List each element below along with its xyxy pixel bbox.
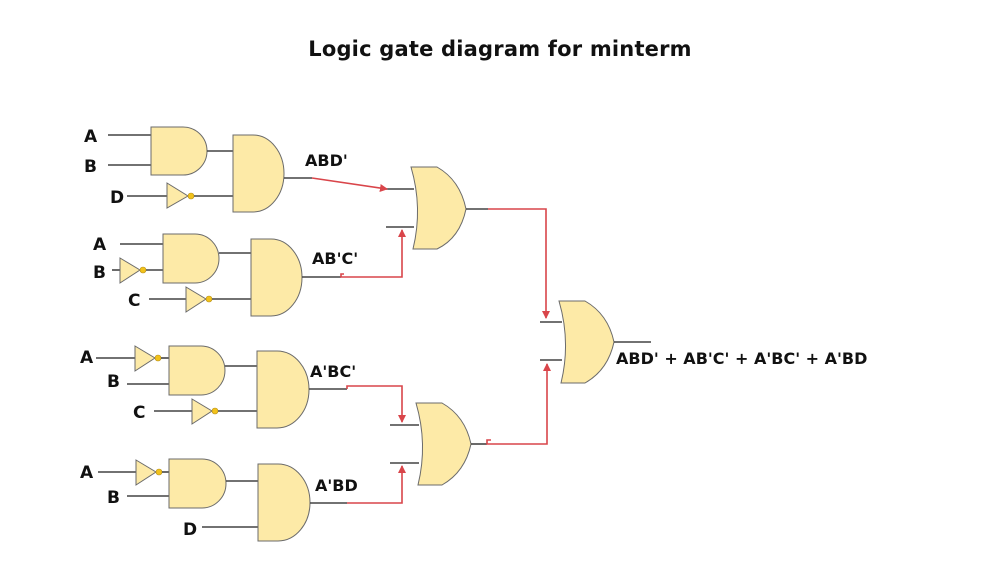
connector-arrow	[347, 465, 406, 504]
and-gate	[162, 233, 220, 284]
diagram-title: Logic gate diagram for minterm	[308, 37, 692, 61]
term-label-abd-prime: ABD'	[305, 151, 348, 170]
inverter-bubble	[205, 295, 213, 303]
inverter-bubble	[155, 468, 163, 476]
input-label-a: A	[84, 127, 98, 147]
not-gate	[191, 398, 213, 425]
or-gate	[415, 402, 472, 486]
input-label-a: A	[80, 463, 94, 483]
not-gate	[134, 345, 156, 372]
or-gate-2-group	[346, 363, 551, 504]
and-gate	[168, 458, 227, 509]
term-label-ab-prime-c-prime: AB'C'	[312, 249, 358, 268]
input-label-d: D	[183, 520, 197, 540]
and-gate-3input	[250, 238, 303, 317]
connector-arrow	[346, 385, 406, 423]
group-a-prime-bd: A B D A'BD	[80, 458, 358, 542]
input-label-c: C	[133, 403, 145, 423]
input-label-b: B	[84, 157, 97, 177]
and-gate	[150, 126, 208, 176]
or-gate-1-group	[311, 166, 550, 319]
and-gate-3input	[232, 134, 285, 213]
not-gate	[185, 286, 207, 313]
or-gate	[558, 300, 615, 384]
input-label-d: D	[110, 188, 124, 208]
or-gate-final-group: ABD' + AB'C' + A'BC' + A'BD	[540, 300, 867, 384]
and-gate-3input	[256, 350, 310, 429]
input-label-c: C	[128, 291, 140, 311]
input-label-a: A	[80, 348, 94, 368]
input-label-b: B	[107, 488, 120, 508]
group-a-prime-bc-prime: A B C A'BC'	[80, 345, 356, 429]
inverter-bubble	[154, 354, 162, 362]
connector-arrow	[486, 363, 551, 445]
not-gate	[135, 459, 157, 486]
input-label-a: A	[93, 235, 107, 255]
or-gate	[410, 166, 467, 250]
group-ab-prime-c-prime: A B C AB'C'	[93, 233, 358, 317]
input-label-b: B	[93, 263, 106, 283]
output-expression: ABD' + AB'C' + A'BC' + A'BD	[616, 349, 867, 368]
input-label-b: B	[107, 372, 120, 392]
not-gate	[166, 182, 189, 209]
connector-arrow	[311, 177, 388, 192]
inverter-bubble	[139, 266, 147, 274]
connector-arrow	[340, 229, 406, 278]
not-gate	[119, 257, 141, 284]
and-gate	[168, 345, 226, 396]
and-gate-2input	[257, 463, 311, 542]
term-label-a-prime-bd: A'BD	[315, 476, 358, 495]
group-abd-prime: A B D ABD'	[84, 126, 348, 213]
inverter-bubble	[211, 407, 219, 415]
connector-arrow	[488, 208, 550, 319]
inverter-bubble	[187, 192, 195, 200]
term-label-a-prime-bc-prime: A'BC'	[310, 362, 356, 381]
